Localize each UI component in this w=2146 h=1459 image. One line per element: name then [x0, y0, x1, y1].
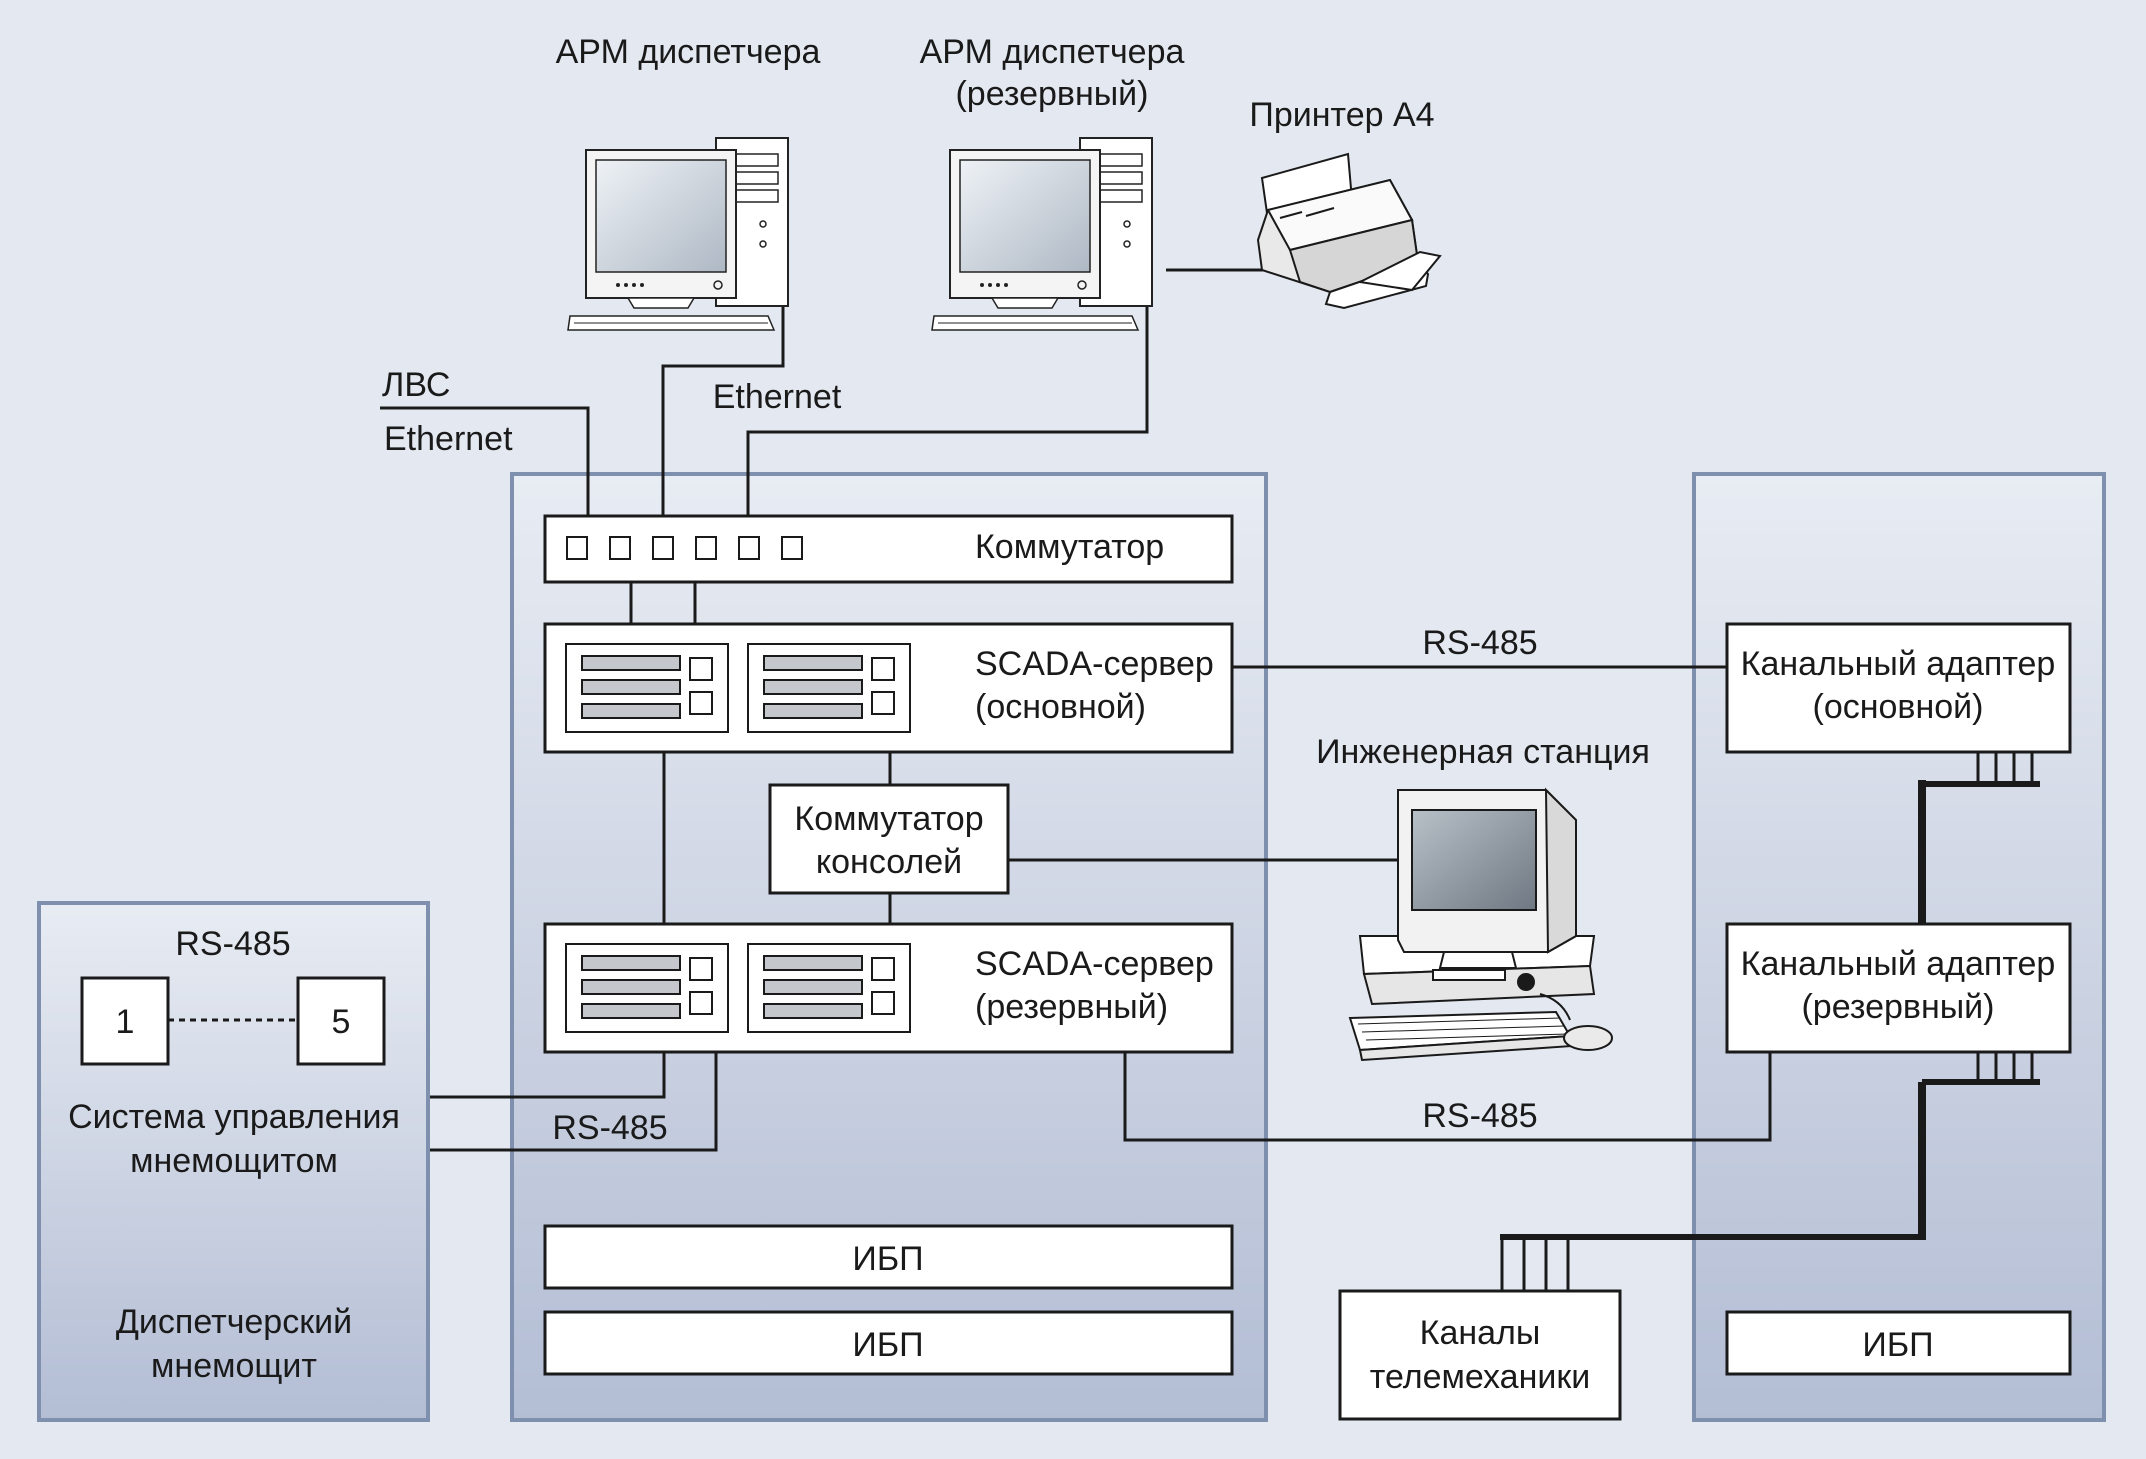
ups-label-2: ИБП [852, 1326, 923, 1364]
scada-main-label-1: SCADA-сервер [975, 645, 1214, 683]
telemech-label-2: телемеханики [1370, 1358, 1590, 1396]
console-switch-label-2: консолей [816, 843, 962, 881]
scada-backup-label-1: SCADA-сервер [975, 945, 1214, 983]
ups-box-2: ИБП [543, 1310, 1234, 1376]
scada-backup-label-2: (резервный) [975, 988, 1168, 1026]
rs485-left-label: RS-485 [552, 1109, 667, 1147]
arm-backup-label-1: АРМ диспетчера [920, 33, 1185, 71]
panel-control-label-2: мнемощитом [130, 1142, 338, 1180]
panel-control-label-1: Система управления [68, 1098, 400, 1136]
ups-label-1: ИБП [852, 1240, 923, 1278]
adapter-backup-label-2: (резервный) [1801, 988, 1994, 1026]
rs485-top-label: RS-485 [1422, 624, 1537, 662]
ups-label-3: ИБП [1862, 1326, 1933, 1364]
panel-title-label-2: мнемощит [151, 1347, 317, 1385]
computer-icon [931, 137, 1153, 331]
channel-adapter-main: Канальный адаптер (основной) [1725, 622, 2072, 754]
server-unit-icon [565, 643, 911, 733]
adapter-main-label-2: (основной) [1813, 688, 1984, 726]
scada-server-backup: SCADA-сервер (резервный) [543, 922, 1234, 1054]
computer-icon [567, 137, 789, 331]
panel-unit-5: 5 [296, 976, 386, 1066]
bus-lines [1500, 752, 2040, 1291]
server-unit-icon [565, 943, 911, 1033]
ethernet-left-label: Ethernet [384, 420, 513, 458]
ups-box-3: ИБП [1725, 1310, 2072, 1376]
telemechanics-channels: Каналы телемеханики [1338, 1289, 1622, 1421]
workstation-icon [1348, 787, 1613, 1062]
switch-box: Коммутатор [543, 514, 1234, 584]
arm-backup-label-2: (резервный) [955, 75, 1148, 113]
console-switch: Коммутатор консолей [768, 783, 1010, 895]
adapter-main-label-1: Канальный адаптер [1741, 645, 2056, 683]
telemech-label-1: Каналы [1420, 1314, 1541, 1352]
channel-adapter-backup: Канальный адаптер (резервный) [1725, 922, 2072, 1054]
rs485-bottom-label: RS-485 [1422, 1097, 1537, 1135]
rs485-panel-label: RS-485 [175, 925, 290, 963]
console-switch-label-1: Коммутатор [794, 800, 983, 838]
panel-unit-1: 1 [80, 976, 170, 1066]
switch-label: Коммутатор [975, 528, 1164, 566]
printer-label: Принтер А4 [1249, 96, 1434, 134]
eng-station-label: Инженерная станция [1316, 733, 1650, 771]
panel-unit-5-label: 5 [332, 1003, 351, 1041]
scada-main-label-2: (основной) [975, 688, 1146, 726]
lan-label: ЛВС [382, 366, 450, 404]
switch-ports [566, 536, 803, 560]
scada-server-main: SCADA-сервер (основной) [543, 622, 1234, 754]
text-labels: АРМ диспетчера АРМ диспетчера (резервный… [68, 33, 1650, 1385]
ethernet-top-label: Ethernet [713, 378, 842, 416]
ups-box-1: ИБП [543, 1224, 1234, 1290]
connection-lines [168, 268, 1772, 1152]
panel-title-label-1: Диспетчерский [116, 1303, 352, 1341]
arm-main-label: АРМ диспетчера [556, 33, 821, 71]
panel-unit-1-label: 1 [116, 1003, 135, 1041]
adapter-backup-label-1: Канальный адаптер [1741, 945, 2056, 983]
printer-icon [1256, 152, 1442, 310]
